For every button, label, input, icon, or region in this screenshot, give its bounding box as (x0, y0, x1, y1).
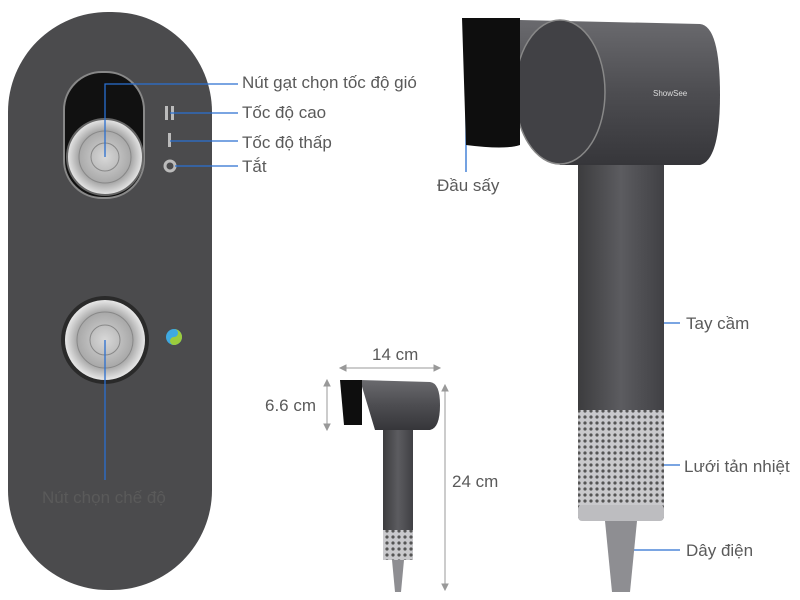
hair-dryer-small (340, 380, 440, 592)
label-handle: Tay cầm (686, 314, 750, 333)
label-speed-switch: Nút gạt chọn tốc độ gió (242, 73, 417, 92)
dimension-lines (323, 364, 449, 592)
dimension-width: 14 cm (372, 345, 419, 364)
label-off: Tắt (242, 157, 267, 176)
control-panel-closeup (8, 12, 212, 590)
label-nozzle-head: Đầu sấy (437, 176, 500, 195)
label-mode-button: Nút chọn chế độ (42, 488, 166, 507)
dimension-head-height: 6.6 cm (265, 396, 317, 415)
mode-indicator-icon (166, 329, 182, 345)
label-high-speed: Tốc độ cao (242, 103, 327, 122)
label-low-speed: Tốc độ thấp (242, 133, 332, 152)
hair-dryer-large: ShowSee (462, 18, 720, 592)
label-vent-mesh: Lưới tản nhiệt (684, 457, 790, 476)
label-power-cord: Dây điện (686, 541, 754, 560)
low-speed-icon (168, 133, 171, 147)
brand-logo: ShowSee (653, 89, 688, 98)
dimension-total-height: 24 cm (452, 472, 499, 491)
